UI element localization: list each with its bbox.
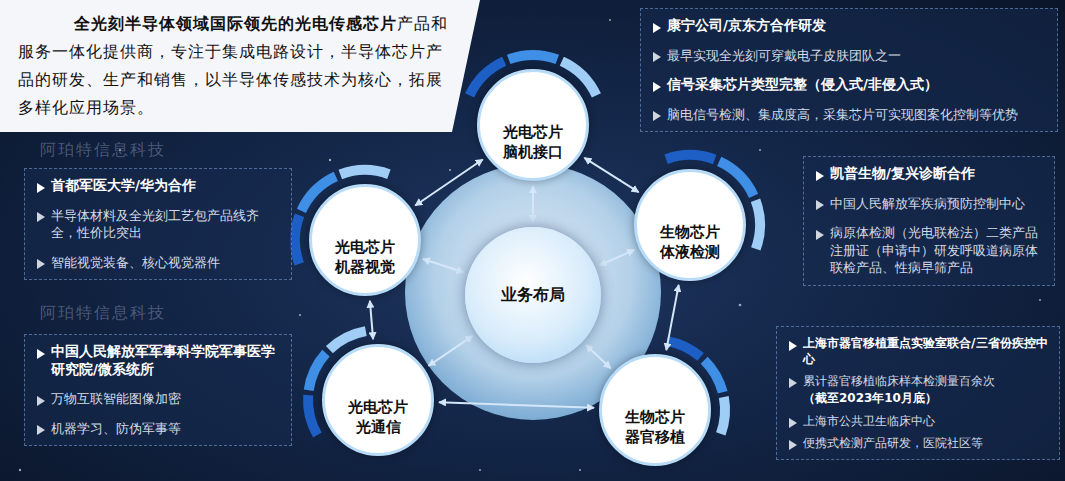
- double-arrow: [415, 160, 482, 206]
- watermark: 阿珀特信息科技: [40, 140, 166, 161]
- intro-highlight: 全光刻半导体领域国际领先的光电传感芯片: [74, 14, 397, 33]
- panel-heading: 信号采集芯片类型完整（侵入式/非侵入式）: [651, 76, 1047, 94]
- business-label: 光电芯片 光通信: [346, 398, 411, 437]
- double-arrow: [666, 285, 678, 350]
- info-panel: 凯普生物/复兴诊断合作中国人民解放军疾病预防控制中心病原体检测（光电联检法）二类…: [803, 156, 1055, 286]
- panel-heading: 康宁公司/京东方合作研发: [651, 17, 1047, 35]
- business-circle: 光电芯片 机器视觉: [309, 184, 421, 296]
- panel-bullet: 半导体材料及全光刻工艺包产品线齐全，性价比突出: [35, 207, 281, 242]
- ring-arc: [721, 397, 725, 434]
- double-arrow: [600, 250, 635, 265]
- intro-box: 全光刻半导体领域国际领先的光电传感芯片产品和服务一体化提供商，专注于集成电路设计…: [0, 0, 480, 132]
- panel-heading: 中国人民解放军军事科学院军事医学研究院/微系统所: [35, 343, 281, 378]
- panel-bullet: 脑电信号检测、集成度高，采集芯片可实现图案化控制等优势: [651, 106, 1047, 124]
- panel-bullet: （截至2023年10月底）: [787, 390, 1049, 406]
- panel-bullet: 机器学习、防伪军事等: [35, 420, 281, 438]
- ring-arc: [509, 55, 558, 59]
- business-label: 生物芯片 体液检测: [658, 223, 723, 262]
- watermark: 阿珀特信息科技: [40, 303, 166, 324]
- ring-arc: [340, 170, 389, 175]
- business-circle: 光电芯片 脑机接口: [477, 69, 589, 181]
- info-panel: 首都军医大学/华为合作半导体材料及全光刻工艺包产品线齐全，性价比突出智能视觉装备…: [24, 168, 292, 280]
- panel-bullet: 最早实现全光刻可穿戴电子皮肤团队之一: [651, 47, 1047, 65]
- panel-bullet: 智能视觉装备、核心视觉器件: [35, 254, 281, 272]
- double-arrow: [532, 186, 534, 222]
- ring-arc: [295, 215, 300, 264]
- panel-bullet: 便携式检测产品研发，医院社区等: [787, 435, 1049, 451]
- business-label: 生物芯片 器官移植: [623, 408, 688, 447]
- info-panel: 中国人民解放军军事科学院军事医学研究院/微系统所万物互联智能图像加密机器学习、防…: [24, 334, 292, 446]
- parallelogram-fill: [0, 0, 480, 132]
- panel-bullet: 上海市公共卫生临床中心: [787, 413, 1049, 429]
- double-arrow: [586, 345, 611, 368]
- ring-arc: [666, 155, 715, 160]
- panel-bullet: 病原体检测（光电联检法）二类产品注册证（申请中）研发呼吸道病原体联检产品、性病早…: [814, 224, 1044, 277]
- double-arrow: [423, 259, 464, 272]
- info-panel: 上海市器官移植重点实验室联合/三省份疾控中心累计器官移植临床样本检测量百余次（截…: [776, 326, 1060, 460]
- business-circle: 生物芯片 器官移植: [599, 354, 711, 466]
- business-circle: 生物芯片 体液检测: [634, 169, 746, 281]
- ring-arc: [308, 395, 317, 435]
- intro-paragraph: 全光刻半导体领域国际领先的光电传感芯片产品和服务一体化提供商，专注于集成电路设计…: [18, 10, 448, 122]
- business-label: 光电芯片 脑机接口: [501, 123, 566, 162]
- center-label: 业务布局: [501, 285, 565, 306]
- business-label: 光电芯片 机器视觉: [333, 238, 398, 277]
- double-arrow: [439, 402, 594, 408]
- panel-bullet: 万物互联智能图像加密: [35, 390, 281, 408]
- double-arrow: [584, 158, 638, 192]
- ring-arc: [756, 200, 761, 249]
- center-circle: 业务布局: [465, 227, 601, 363]
- business-circle: 光电芯片 光通信: [322, 344, 434, 456]
- ring-arc: [667, 341, 700, 357]
- double-arrow: [429, 336, 473, 366]
- panel-bullet: 累计器官移植临床样本检测量百余次: [787, 373, 1049, 389]
- panel-heading: 凯普生物/复兴诊断合作: [814, 165, 1044, 183]
- panel-heading: 上海市器官移植重点实验室联合/三省份疾控中心: [787, 335, 1049, 367]
- ring-arc: [704, 360, 723, 392]
- panel-bullet: 中国人民解放军疾病预防控制中心: [814, 195, 1044, 213]
- panel-heading: 首都军医大学/华为合作: [35, 177, 281, 195]
- double-arrow: [370, 301, 373, 339]
- info-panel: 康宁公司/京东方合作研发最早实现全光刻可穿戴电子皮肤团队之一信号采集芯片类型完整…: [640, 8, 1058, 132]
